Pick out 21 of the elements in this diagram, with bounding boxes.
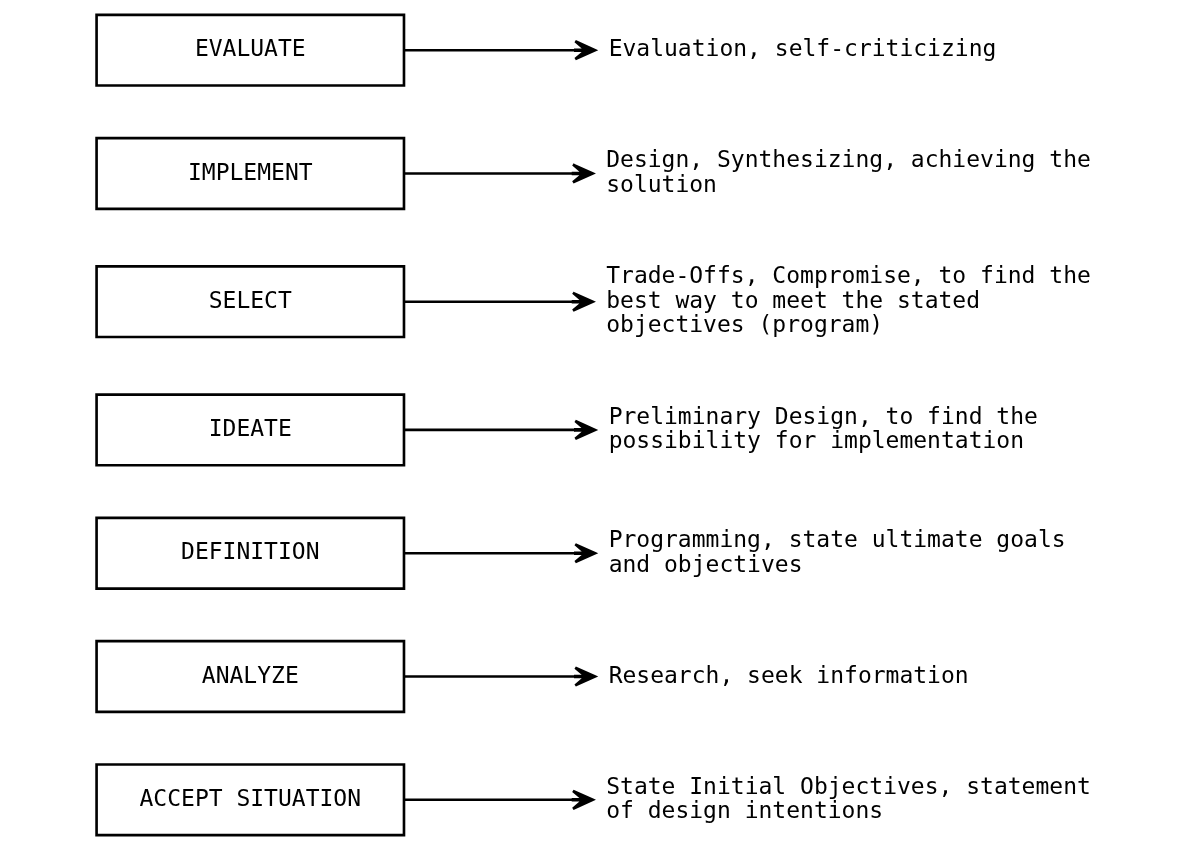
node-box: IDEATE bbox=[95, 393, 406, 467]
arrow bbox=[404, 666, 597, 687]
arrow bbox=[404, 789, 595, 810]
arrow bbox=[404, 419, 597, 441]
node-box: ACCEPT SITUATION bbox=[95, 763, 406, 837]
node-box: ANALYZE bbox=[95, 639, 406, 714]
node-text: Research, seek information bbox=[608, 661, 969, 688]
arrow bbox=[404, 291, 595, 312]
node-box: IMPLEMENT bbox=[95, 136, 406, 211]
node-text: State Initial Objectives, statement of design intentions bbox=[606, 772, 1091, 824]
arrow bbox=[404, 543, 597, 564]
node-box: EVALUATE bbox=[95, 13, 406, 87]
node-text: Preliminary Design, to find the possibility for implementation bbox=[608, 402, 1038, 454]
node-box: DEFINITION bbox=[95, 516, 406, 590]
node-box: SELECT bbox=[95, 265, 406, 339]
arrow bbox=[404, 40, 597, 61]
node-text: Programming, state ultimate goals and objectives bbox=[608, 525, 1066, 577]
arrow bbox=[404, 163, 595, 184]
node-text: Evaluation, self-criticizing bbox=[608, 35, 997, 62]
node-text: Trade-Offs, Compromise, to find the best way to meet the stated objectives (program) bbox=[606, 262, 1091, 338]
node-text: Design, Synthesizing, achieving the solution bbox=[606, 146, 1091, 197]
